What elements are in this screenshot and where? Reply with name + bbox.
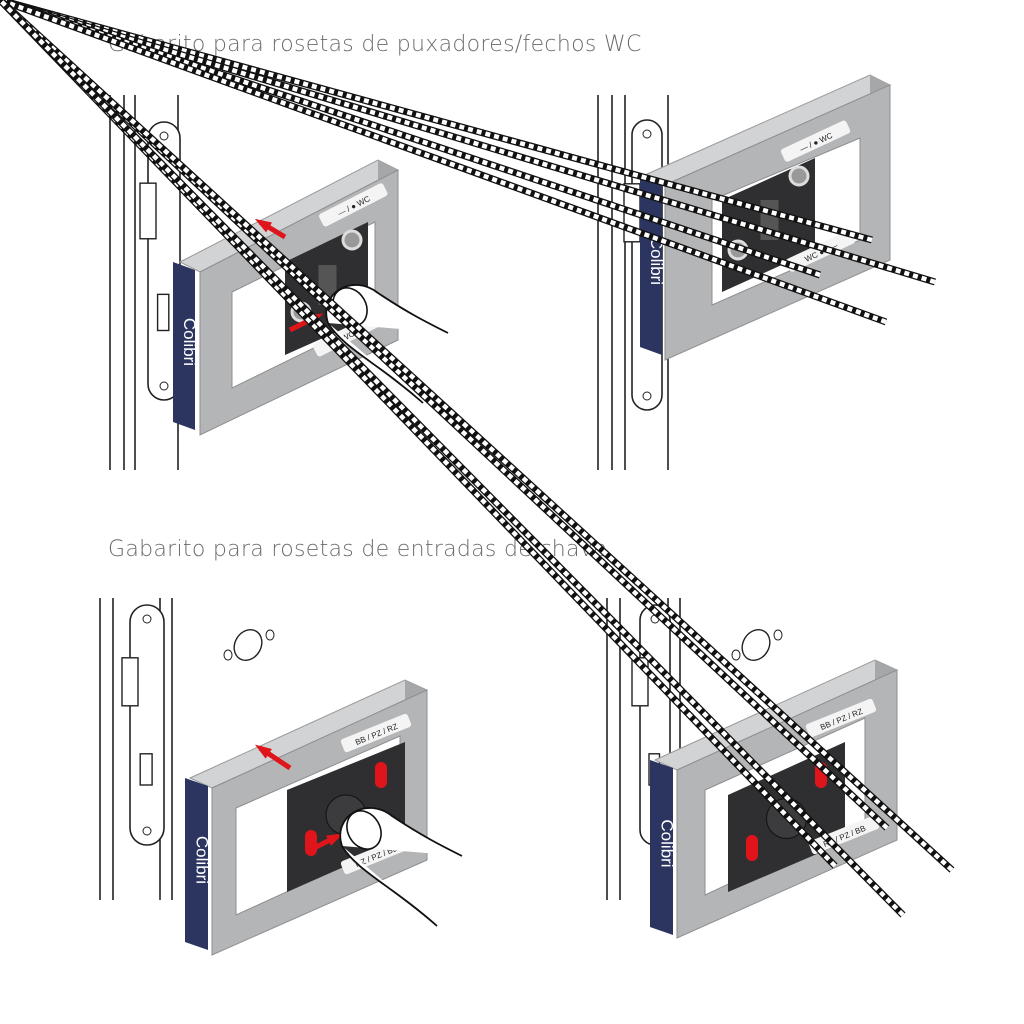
drill-bit-flute xyxy=(0,0,873,243)
drill-bit-flute xyxy=(0,0,887,325)
drill-bit-flute xyxy=(0,0,936,285)
screw-icon xyxy=(142,826,152,836)
brand-logo: Colibri xyxy=(193,836,212,884)
deadbolt-slot xyxy=(139,753,153,786)
brand-strip xyxy=(173,262,195,430)
label-plate-bg xyxy=(808,815,880,855)
screw-hole-icon xyxy=(341,229,363,251)
drill-bit-flute xyxy=(0,0,903,915)
hole-mark-icon xyxy=(773,629,783,641)
deadbolt-slot xyxy=(156,293,170,332)
screw-icon xyxy=(159,381,169,391)
drill-bit-flute xyxy=(0,0,821,278)
label-plate-bg xyxy=(340,713,412,753)
hole-mark-icon xyxy=(223,649,233,661)
brand-strip xyxy=(650,760,673,935)
keyhole-mark-icon xyxy=(233,628,263,662)
label-plate-bg xyxy=(805,698,877,738)
label-plate-bg xyxy=(780,120,851,162)
lock-faceplate xyxy=(129,604,165,846)
red-indicator xyxy=(375,762,387,788)
arrow-head-icon xyxy=(255,744,272,759)
screw-icon xyxy=(142,614,152,624)
red-indicator xyxy=(746,835,758,861)
screw-icon xyxy=(642,391,652,401)
latch-bolt xyxy=(139,182,157,240)
label-plate-bg xyxy=(319,183,388,227)
arrow-head-icon xyxy=(326,833,344,846)
fingernail xyxy=(346,810,382,850)
hole-mark-icon xyxy=(731,649,741,661)
brand-strip xyxy=(185,778,208,950)
hole-mark-icon xyxy=(265,629,275,641)
red-indicator xyxy=(305,830,317,856)
screw-hole-icon xyxy=(788,165,810,187)
brand-logo: Colibri xyxy=(647,237,666,285)
latch-bolt xyxy=(121,657,139,707)
screw-icon xyxy=(642,129,652,139)
screw-icon xyxy=(159,131,169,141)
brand-logo: Colibri xyxy=(180,318,199,366)
drill-bit-flute xyxy=(0,0,952,870)
brand-logo: Colibri xyxy=(658,819,677,867)
arrow-head-icon xyxy=(254,218,272,233)
keyhole-mark-icon xyxy=(741,628,771,662)
